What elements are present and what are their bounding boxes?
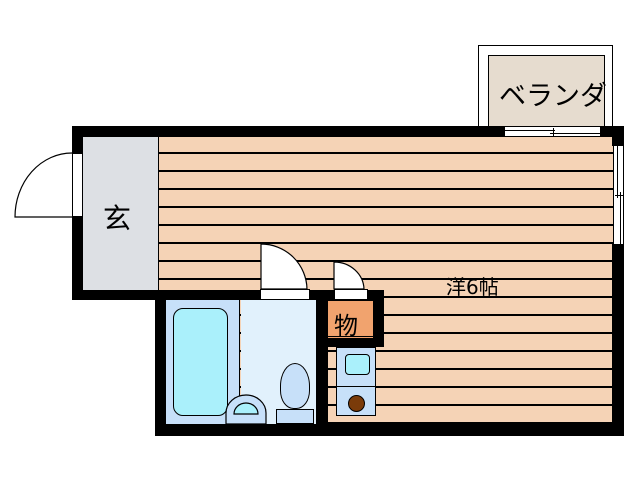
western-room-floor bbox=[158, 137, 613, 425]
right-wall-top bbox=[612, 126, 624, 146]
storage-floor: 物 bbox=[328, 300, 373, 340]
entrance-floor: 玄 bbox=[83, 137, 159, 290]
storage-door-swing-icon bbox=[333, 261, 365, 290]
entrance-bottom-wall bbox=[72, 290, 170, 300]
toilet-bowl-icon bbox=[280, 363, 310, 409]
right-wall-bottom bbox=[612, 244, 624, 436]
entrance-door-frame[interactable] bbox=[72, 153, 83, 217]
entrance-label: 玄 bbox=[103, 202, 132, 235]
balcony-window bbox=[505, 126, 600, 137]
top-wall-left bbox=[72, 126, 505, 137]
bath-left-wall bbox=[155, 290, 166, 436]
entrance-door-swing-icon bbox=[14, 152, 73, 218]
stove-icon bbox=[348, 395, 365, 412]
storage-label: 物 bbox=[334, 312, 358, 340]
entrance-left-wall-top bbox=[72, 126, 83, 153]
bath-top-wall-left bbox=[155, 290, 260, 300]
entrance-left-wall-bottom bbox=[72, 217, 83, 300]
sink-icon bbox=[345, 354, 370, 375]
storage-bottom-wall bbox=[316, 338, 384, 347]
balcony-floor: ベランダ bbox=[488, 55, 607, 127]
storage-right-wall bbox=[373, 290, 384, 347]
bottom-wall bbox=[155, 424, 624, 436]
western-room-label: 洋6帖 bbox=[446, 275, 499, 299]
balcony-label: ベランダ bbox=[499, 81, 607, 112]
bathtub-icon bbox=[173, 308, 228, 416]
bath-right-wall bbox=[316, 290, 328, 436]
toilet-tank-icon bbox=[276, 409, 314, 424]
right-window bbox=[613, 146, 624, 244]
bath-door-swing-icon bbox=[260, 243, 308, 290]
